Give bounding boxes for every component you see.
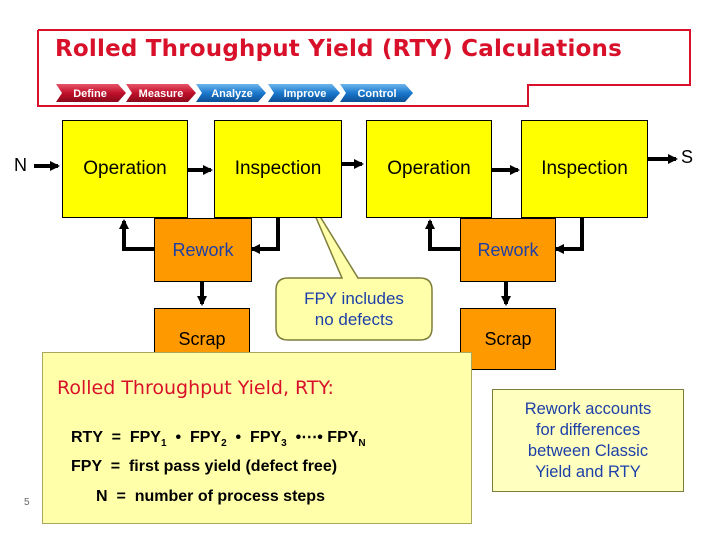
inspection-box-1-label: Inspection [234,158,322,179]
inspection-box-2-label: Inspection [541,158,628,179]
output-label: S [681,147,694,167]
title-frame [37,29,691,107]
rework-note-line-4: Yield and RTY [535,462,641,481]
equals-sign: = [112,488,131,505]
operation-box-2: Operation [366,120,492,218]
equals-sign: = [107,429,126,446]
phase-improve-label: Improve [284,88,327,100]
rty-equation: RTY = FPY1 • FPY2 • FPY3 •⋯• FPYN [71,427,366,449]
scrap-box-1-label: Scrap [178,328,226,349]
phase-analyze-label: Analyze [211,88,253,100]
phase-control: Control [340,84,413,102]
phase-define: Define [56,84,126,102]
phase-analyze: Analyze [196,84,266,102]
callout-bubble [275,191,433,341]
fpy-term-2: FPY2 [189,429,227,450]
rty-lhs: RTY [71,429,103,446]
inspection-box-1: Inspection [214,120,342,218]
fpy-def-lhs: FPY [71,458,102,475]
fpy-term-1: FPY1 [129,429,167,450]
rework-note-line-2: for differences [535,420,641,439]
rework-note-line-1: Rework accounts [524,399,652,418]
rework-box-1-label: Rework [172,239,234,260]
fpy-term-n: FPYN [327,429,366,450]
formula-panel [42,352,472,524]
n-definition: N = number of process steps [96,488,325,506]
fpy-callout-line-1: FPY includes [304,289,404,308]
scrap-box-2-label: Scrap [484,328,532,349]
multiply-dot: • [231,429,246,446]
operation-box-1-label: Operation [83,158,167,179]
phase-define-label: Define [73,88,107,100]
fpy-definition: FPY = first pass yield (defect free) [71,458,337,476]
dmaic-phase-bar: Define Measure Analyze Improve Control [56,84,413,102]
phase-control-label: Control [357,88,396,100]
rework-note-line-3: between Classic [527,441,649,460]
rework-box-2-label: Rework [477,239,539,260]
input-label: N [14,155,27,175]
fpy-term-3: FPY3 [250,429,287,450]
formula-heading: Rolled Throughput Yield, RTY: [57,377,334,399]
inspection-box-2: Inspection [521,120,648,218]
page-number: 5 [24,497,30,508]
scrap-box-2: Scrap [460,308,556,370]
operation-box-1: Operation [62,120,188,218]
rework-note: Rework accounts for differences between … [492,389,684,492]
rework-box-2: Rework [460,218,556,282]
fpy-def-rhs: first pass yield (defect free) [128,458,338,475]
phase-improve: Improve [268,84,340,102]
ellipsis-product: •⋯• [291,429,323,446]
equals-sign: = [106,458,125,475]
fpy-callout: FPY includes no defects [276,278,432,340]
page-title: Rolled Throughput Yield (RTY) Calculatio… [55,36,622,62]
n-def-rhs: number of process steps [134,488,325,505]
phase-measure: Measure [126,84,196,102]
multiply-dot: • [171,429,186,446]
rework-box-1: Rework [154,218,252,282]
phase-measure-label: Measure [139,88,184,100]
n-def-lhs: N [96,488,108,505]
fpy-callout-line-2: no defects [314,310,394,329]
operation-box-2-label: Operation [387,158,471,179]
